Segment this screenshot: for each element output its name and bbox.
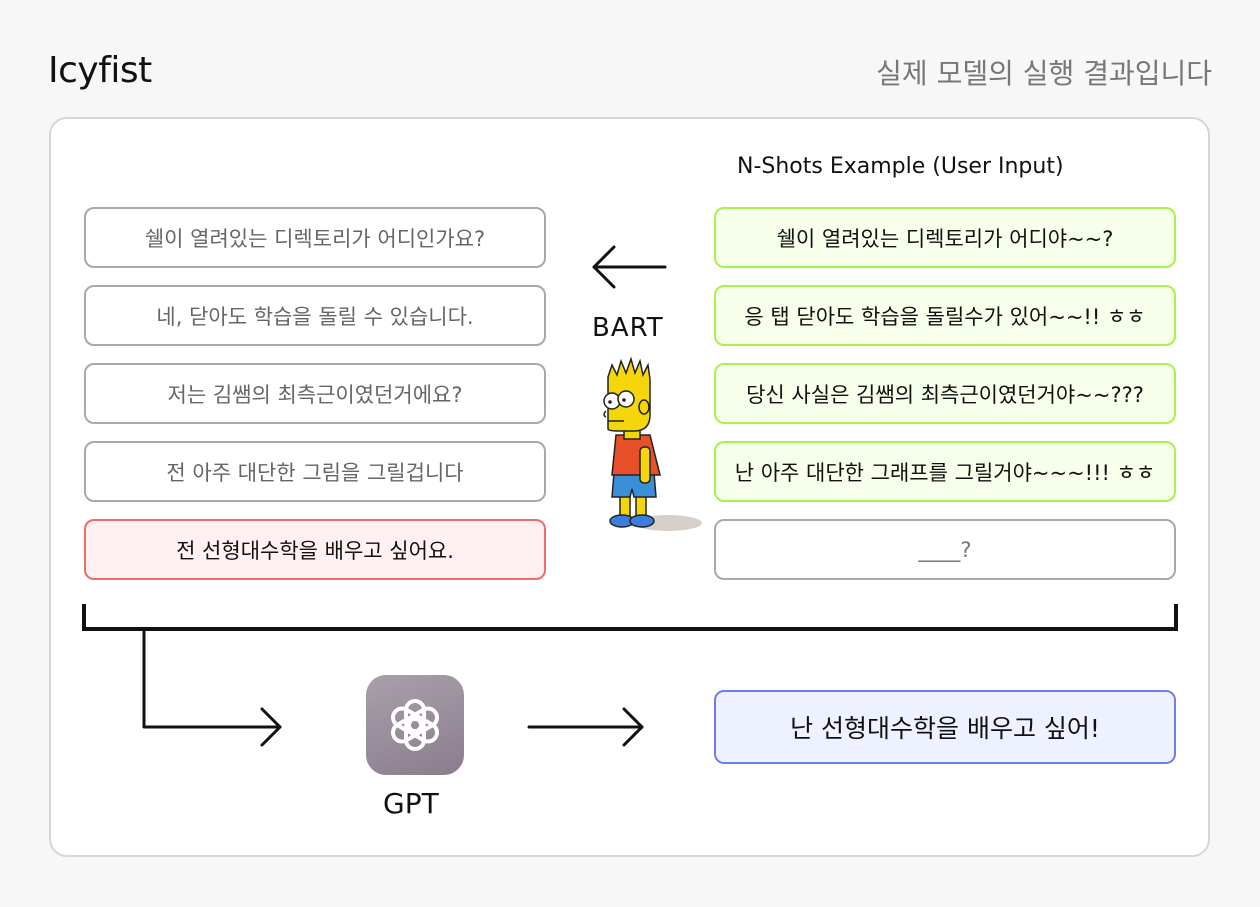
- nshot-query: ____?: [714, 519, 1176, 580]
- to-result-arrow: [527, 707, 644, 747]
- bart-output-1: 쉘이 열려있는 디렉토리가 어디인가요?: [84, 207, 546, 268]
- nshot-example-1: 쉘이 열려있는 디렉토리가 어디야~~?: [714, 207, 1176, 268]
- nshot-example-2: 응 탭 닫아도 학습을 돌릴수가 있어~~!! ㅎㅎ: [714, 285, 1176, 346]
- bart-output-3: 저는 김쌤의 최측근이였던거에요?: [84, 363, 546, 424]
- bart-character-icon: [603, 356, 702, 531]
- gpt-result: 난 선형대수학을 배우고 싶어!: [714, 690, 1176, 764]
- bart-output-2: 네, 닫아도 학습을 돌릴 수 있습니다.: [84, 285, 546, 346]
- bart-arrow: [592, 245, 667, 289]
- nshot-example-3: 당신 사실은 김쌤의 최측근이였던거야~~???: [714, 363, 1176, 424]
- bart-output-4: 전 아주 대단한 그림을 그릴겁니다: [84, 441, 546, 502]
- page-subtitle: 실제 모델의 실행 결과입니다: [876, 57, 1212, 90]
- bart-output-5-highlight: 전 선형대수학을 배우고 싶어요.: [84, 519, 546, 580]
- nshot-example-4: 난 아주 대단한 그래프를 그릴거야~~~!!! ㅎㅎ: [714, 441, 1176, 502]
- gpt-knot-icon: [391, 699, 439, 751]
- to-gpt-arrow: [142, 627, 282, 747]
- bart-label: BART: [592, 313, 664, 343]
- brand-logo: Icyfist: [48, 50, 152, 91]
- openai-logo-icon: [366, 675, 464, 775]
- merge-bracket: [82, 604, 1178, 631]
- nshots-title: N-Shots Example (User Input): [737, 154, 1064, 179]
- gpt-label: GPT: [383, 787, 439, 820]
